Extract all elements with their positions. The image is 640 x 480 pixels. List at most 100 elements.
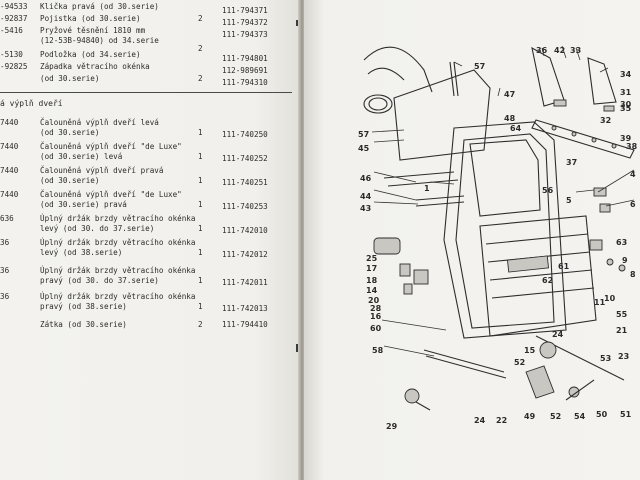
part-row-qty: 1 — [198, 176, 203, 185]
bolt — [618, 264, 626, 272]
callout-label: 14 — [366, 286, 378, 295]
regulator-bracket — [525, 365, 555, 399]
callout-label: 18 — [366, 276, 378, 285]
margin-mark — [296, 20, 298, 26]
top-row-desc: (od 30.serie) — [40, 74, 100, 83]
callout-label: 29 — [386, 422, 398, 431]
callout-label: 56 — [542, 186, 554, 195]
callout-label: 9 — [622, 256, 628, 265]
window-opening — [469, 139, 541, 217]
callout-label: 49 — [524, 412, 536, 421]
part-row-desc1: Úplný držák brzdy větracího okénka — [40, 238, 196, 247]
callout-label: 4 — [630, 170, 636, 179]
vent-window-glass — [587, 57, 617, 105]
callout-label: 16 — [370, 312, 382, 321]
top-row-part: 112-989691 — [222, 66, 268, 75]
section-divider — [0, 92, 292, 93]
callout-label: 5 — [566, 196, 572, 205]
hinge — [589, 239, 603, 251]
top-row-part: 111-794371 — [222, 6, 268, 15]
callout-label: 10 — [604, 294, 616, 303]
mirror — [363, 94, 393, 114]
door-frame — [443, 121, 567, 339]
part-row-qty: 1 — [198, 224, 203, 233]
callout-label: 8 — [630, 270, 636, 279]
part-row-desc2: (od 30.serie) levá — [40, 152, 123, 161]
vent-window-frame — [531, 46, 565, 107]
top-row-code: -92825 — [0, 62, 28, 71]
callout-label: 38 — [626, 142, 638, 151]
top-row-part: 111-794310 — [222, 78, 268, 87]
part-row-code: 36 — [0, 266, 10, 275]
callout-label: 62 — [542, 276, 554, 285]
callout-label: 55 — [616, 310, 628, 319]
rail-hole — [611, 143, 617, 149]
part-row-desc2: levý (od 38.serie) — [40, 248, 123, 257]
part-row-part: 111-742013 — [222, 304, 268, 313]
key — [415, 401, 431, 411]
callout-label: 22 — [496, 416, 508, 425]
trim-stripe — [485, 233, 589, 245]
lock-part — [403, 283, 413, 295]
bolt — [606, 258, 614, 266]
armrest — [506, 255, 550, 273]
book-gutter — [298, 0, 306, 480]
part-row-qty: 1 — [198, 248, 203, 257]
trim-stripe — [489, 269, 593, 281]
callout-label: 52 — [550, 412, 562, 421]
part-row-part: 111-740253 — [222, 202, 268, 211]
top-row-qty: 2 — [198, 74, 203, 83]
callout-label: 28 — [370, 304, 382, 313]
hinge — [599, 203, 611, 213]
part-row-part: 111-742012 — [222, 250, 268, 259]
top-row-desc: Klička pravá (od 30.serie) — [40, 2, 159, 11]
top-row-desc: Pryžové těsnění 1810 mm — [40, 26, 146, 35]
part-row-qty: 1 — [198, 128, 203, 137]
part-row-part: 111-740250 — [222, 130, 268, 139]
callout-label: 20 — [368, 296, 380, 305]
part-row-part: 111-742011 — [222, 278, 268, 287]
top-row-code: -94533 — [0, 2, 28, 11]
callout-label: 15 — [524, 346, 536, 355]
part-row-code: 636 — [0, 214, 14, 223]
callout-label: 50 — [596, 410, 608, 419]
callout-label: 47 — [504, 90, 516, 99]
section-title: á výplň dveří — [0, 99, 63, 108]
callout-label: 34 — [620, 70, 632, 79]
top-row-part: 111-794372 — [222, 18, 268, 27]
callout-label: 44 — [360, 192, 372, 201]
door-exploded-diagram — [363, 45, 635, 411]
part-row-desc1: Zátka (od 30.serie) — [40, 320, 127, 329]
left-page: -94533 Klička pravá (od 30.serie) 111-7943… — [0, 0, 300, 480]
part-row-desc1: Úplný držák brzdy větracího okénka — [40, 292, 196, 301]
part-row-desc1: Úplný držák brzdy větracího okénka — [40, 214, 196, 223]
callout-label: 33 — [570, 46, 582, 55]
part-row-code: 7440 — [0, 118, 19, 127]
part-row-desc1: Čalouněná výplň dveří "de Luxe" — [40, 190, 182, 199]
door-frame-inner — [455, 133, 555, 329]
callout-label: 32 — [600, 116, 612, 125]
top-row-qty: 2 — [198, 14, 203, 23]
top-row-part: 111-794801 — [222, 54, 268, 63]
top-row-desc: Podložka (od 34.serie) — [40, 50, 141, 59]
callout-label: 24 — [552, 330, 564, 339]
part-row-part: 111-740252 — [222, 154, 268, 163]
callout-label: 25 — [366, 254, 378, 263]
part-row-qty: 1 — [198, 200, 203, 209]
callout-label: 23 — [618, 352, 630, 361]
callout-label: 60 — [370, 324, 382, 333]
callout-label: 64 — [510, 124, 522, 133]
top-row-code: -5416 — [0, 26, 23, 35]
part-row-code: 36 — [0, 292, 10, 301]
door-trim-panel — [479, 215, 597, 337]
part-row-qty: 1 — [198, 302, 203, 311]
window-strip — [449, 61, 455, 97]
callout-label: 21 — [616, 326, 628, 335]
callout-label: 30 — [620, 100, 632, 109]
part-row-code: 36 — [0, 238, 10, 247]
callout-label: 51 — [620, 410, 632, 419]
top-row-desc: (12-53B-94840) od 34.serie — [40, 36, 159, 45]
callout-label: 54 — [574, 412, 586, 421]
body-outline — [367, 67, 405, 81]
